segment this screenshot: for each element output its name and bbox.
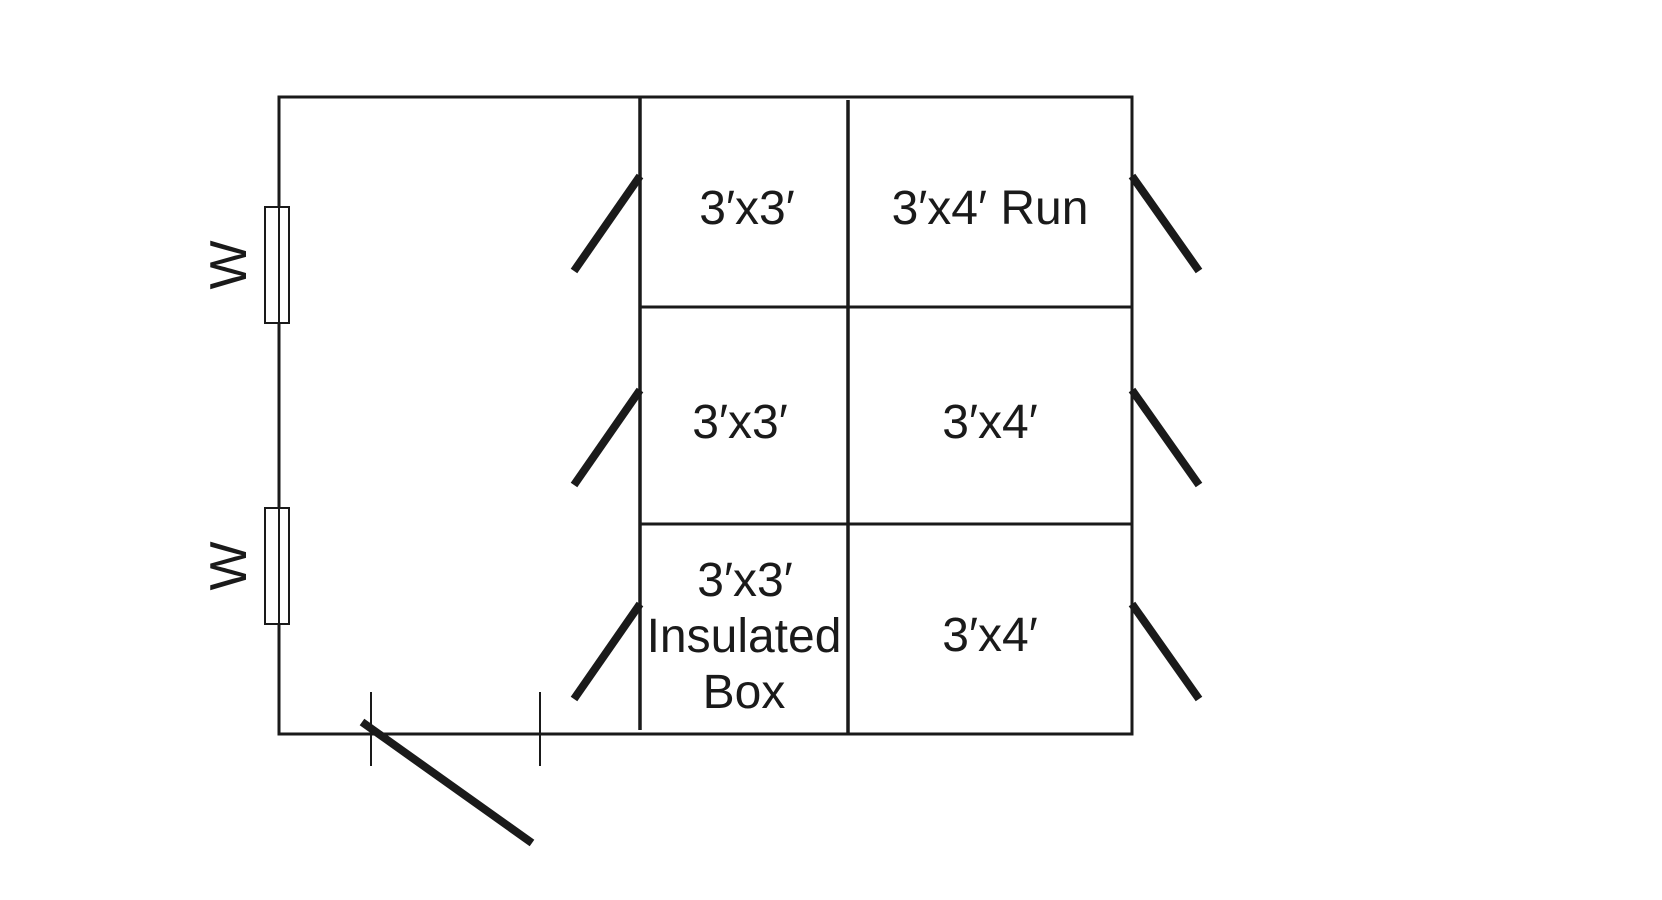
window-bottom: W [200,507,290,625]
window-bottom-frame [264,507,290,625]
pen-insulated-box-label-line-2: Insulated [647,610,842,663]
pen-small-middle-label: 3′x3′ [692,396,787,449]
pen-door-left-bottom[interactable] [570,601,644,702]
outer-walls [277,95,1134,736]
pen-insulated-box-label-line-3: Box [703,666,786,719]
window-top: W [200,206,290,324]
pen-insulated-box-label-line-1: 3′x3′ [697,554,792,607]
pen-large-middle-label: 3′x4′ [942,396,1037,449]
pen-large-bottom-label: 3′x4′ [942,609,1037,662]
pen-small-top-label: 3′x3′ [699,182,794,235]
window-bottom-label: W [200,541,258,590]
pen-run-label: 3′x4′ Run [892,182,1089,235]
pen-door-right-bottom[interactable] [1128,601,1203,702]
pen-door-right-middle[interactable] [1128,387,1203,488]
window-top-frame [264,206,290,324]
pen-dividers [638,97,1132,734]
pen-door-left-middle[interactable] [570,387,644,488]
pen-doors-right [1128,173,1203,702]
main-entry-door [359,692,541,847]
building-outline [277,95,1134,736]
pen-door-left-top[interactable] [570,173,644,274]
entry-door-leaf[interactable] [359,718,535,847]
pen-door-right-top[interactable] [1128,173,1203,274]
window-top-label: W [200,240,258,289]
pen-doors-left [570,173,644,702]
pen-labels: 3′x3′ 3′x4′ Run 3′x3′ 3′x4′ 3′x3′ Insula… [647,182,1089,719]
